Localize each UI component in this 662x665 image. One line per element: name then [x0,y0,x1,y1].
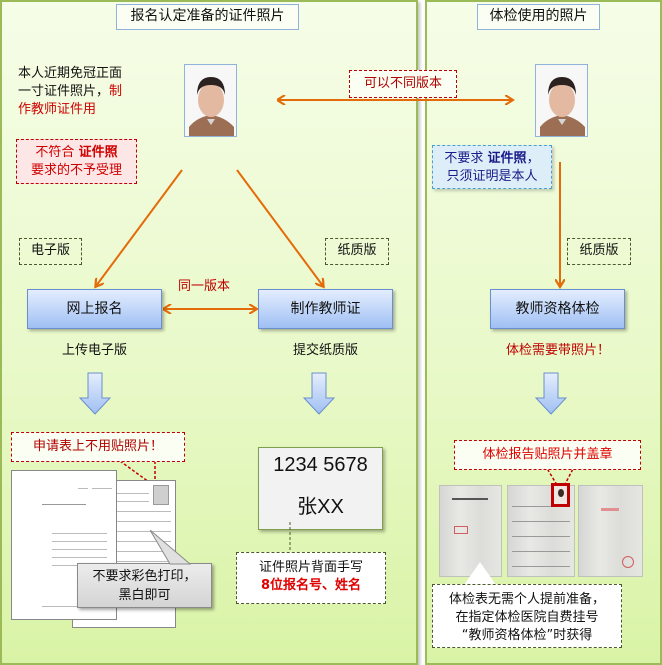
tag-paper-version-left: 纸质版 [325,238,389,265]
exam-form-cover [439,485,502,577]
identity-proof-note: 不要求 证件照， 只须证明是本人 [432,145,552,189]
exam-photo-required-note: 体检需要带照片！ [506,343,611,358]
reject-notice: 不符合 证件照 要求的不予受理 [16,139,137,184]
caption-upload-electronic: 上传电子版 [61,343,127,358]
form-note-pointer [464,562,496,585]
left-panel-title: 报名认定准备的证件照片 [116,4,299,30]
caption-submit-paper: 提交纸质版 [292,343,358,358]
exam-form-result-page [578,485,643,577]
person-photo-icon [536,65,587,136]
no-photo-needed-note: 申请表上不用贴照片！ [11,432,185,462]
report-photo-stamp-note: 体检报告贴照片并盖章 [454,440,641,470]
id-photo-left [184,64,237,137]
tag-electronic-version: 电子版 [19,238,82,265]
registration-number: 1234 5678 [273,454,368,476]
different-version-label: 可以不同版本 [349,70,457,98]
box-make-teacher-certificate: 制作教师证 [258,289,393,329]
bw-print-callout: 不要求彩色打印， 黑白即可 [77,563,212,608]
applicant-name: 张XX [297,496,344,518]
form-photo-placeholder [153,485,169,505]
card-callout-pointer [262,522,291,554]
right-panel-title: 体检使用的照片 [477,4,600,30]
photo-back-instruction: 证件照片背面手写 8位报名号、姓名 [236,552,386,604]
box-online-registration: 网上报名 [27,289,162,329]
exam-form-note: 体检表无需个人提前准备， 在指定体检医院自费挂号 “教师资格体检”时获得 [432,584,622,648]
photo-requirement-text: 本人近期免冠正面 一寸证件照片，制 作教师证件用 [18,66,123,117]
id-photo-right [535,64,588,137]
person-photo-icon [185,65,236,136]
same-version-label: 同一版本 [178,279,231,294]
photo-back-card: 1234 5678 张XX [258,447,383,530]
tag-paper-version-right: 纸质版 [567,238,631,265]
box-teacher-qualification-exam: 教师资格体检 [490,289,625,329]
stamped-photo-highlight [551,483,570,507]
callout-pointer [150,530,192,565]
